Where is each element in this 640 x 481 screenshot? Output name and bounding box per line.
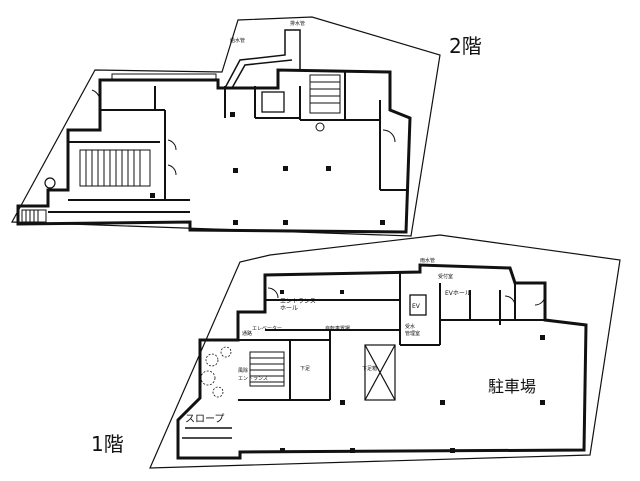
second-floor-plan: 給水管 排水管 <box>11 16 441 237</box>
svg-text:通路: 通路 <box>242 330 252 337</box>
svg-text:下足: 下足 <box>300 366 310 372</box>
svg-text:受水: 受水 <box>405 323 415 330</box>
svg-text:排水管: 排水管 <box>290 20 305 27</box>
svg-text:給水管: 給水管 <box>230 37 245 44</box>
elevator-1f <box>409 294 427 316</box>
svg-text:下足箱: 下足箱 <box>362 365 377 372</box>
svg-text:エレベーター: エレベーター <box>252 325 282 332</box>
building-wall-2f <box>16 68 412 234</box>
site-boundary-2f <box>11 16 441 237</box>
elevator-2f <box>261 91 285 113</box>
building-wall-1f <box>176 263 588 460</box>
svg-text:受付室: 受付室 <box>438 273 453 280</box>
parking-label: 駐車場 <box>488 377 536 396</box>
ev-label: EV <box>412 303 421 310</box>
svg-text:管理室: 管理室 <box>405 330 420 337</box>
first-floor-plan: EV <box>149 234 621 469</box>
floor-label-2f: 2階 <box>449 34 482 58</box>
slope-label: スロープ <box>185 413 224 425</box>
floor-label-1f: 1階 <box>91 432 124 456</box>
entrance-label: エントランス <box>280 298 316 305</box>
svg-text:エントランス: エントランス <box>238 376 268 382</box>
ev-hall-label: EVホール <box>445 290 471 297</box>
site-boundary-1f <box>149 234 621 469</box>
svg-text:雨水管: 雨水管 <box>420 257 435 264</box>
svg-text:自転車置場: 自転車置場 <box>325 325 350 332</box>
svg-text:風除: 風除 <box>238 367 248 374</box>
hall-label: ホール <box>280 305 298 312</box>
